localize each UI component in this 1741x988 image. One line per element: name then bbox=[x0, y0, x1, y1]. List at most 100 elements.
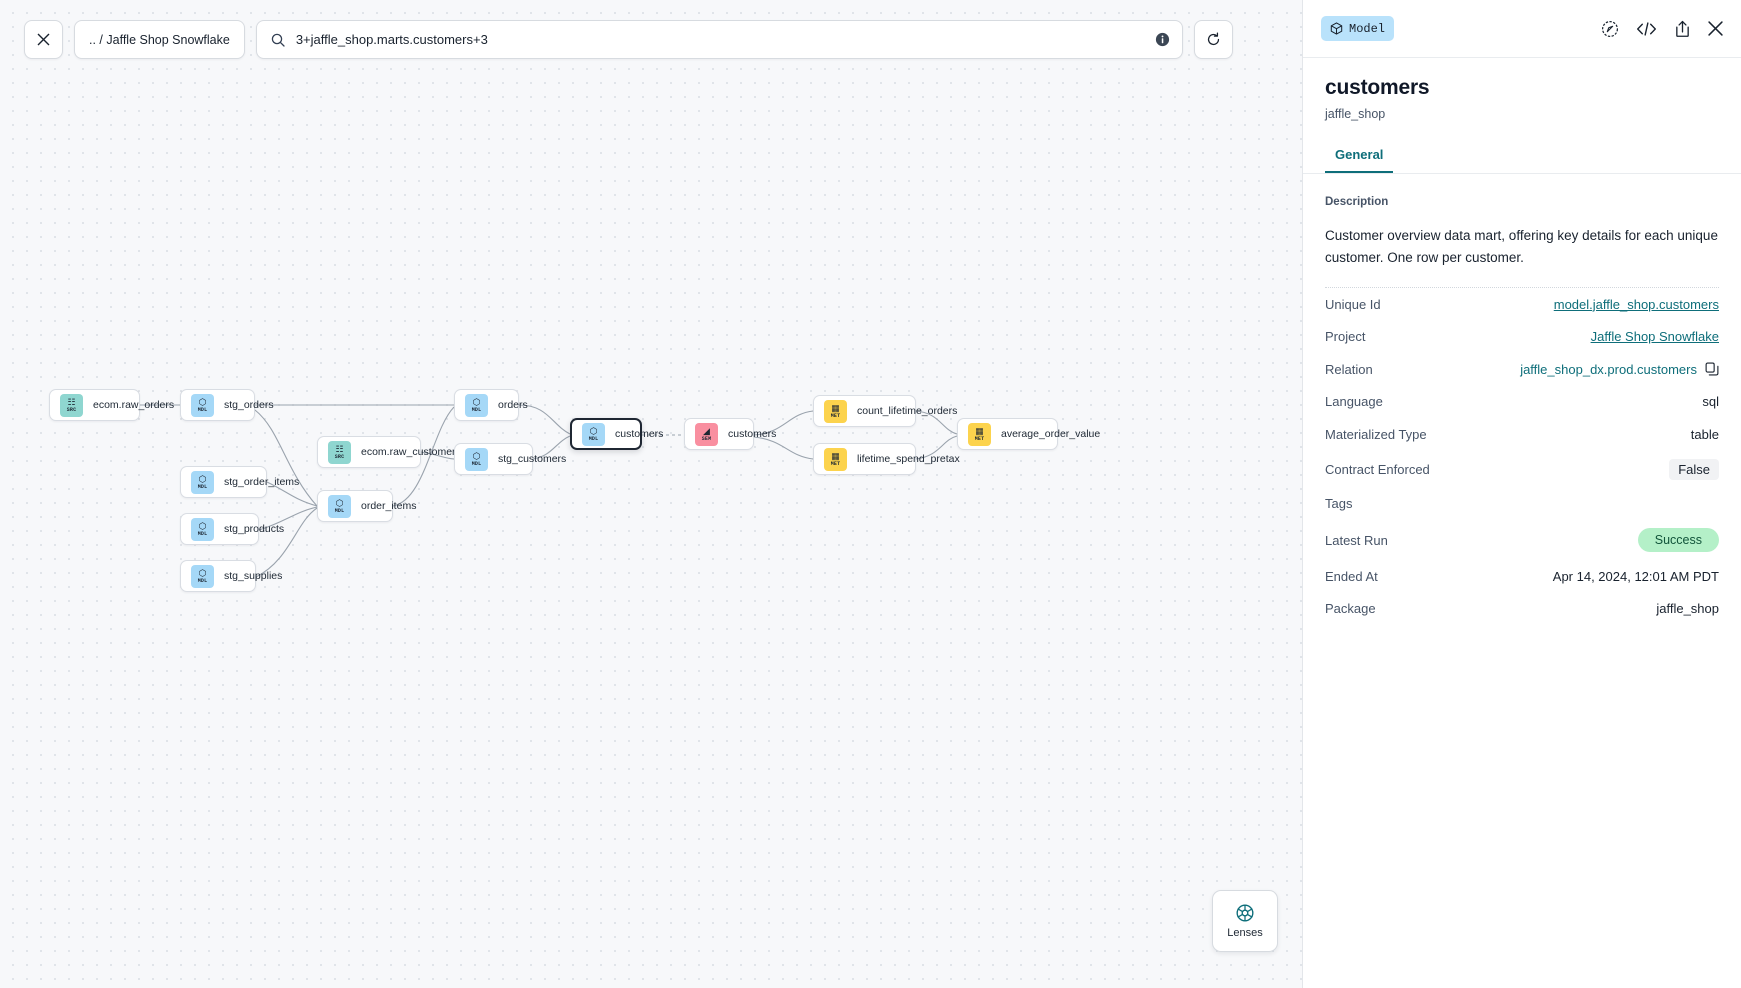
property-value: jaffle_shop_dx.prod.customers bbox=[1520, 362, 1719, 377]
lineage-node-label: count_lifetime_orders bbox=[857, 405, 958, 417]
page-title: customers bbox=[1325, 76, 1430, 99]
lineage-node-label: customers bbox=[615, 428, 664, 440]
property-key: Project bbox=[1325, 329, 1366, 345]
mdl-badge-icon: ⬡MDL bbox=[191, 517, 214, 541]
badge-glyph: ▦ bbox=[831, 450, 840, 461]
property-key: Materialized Type bbox=[1325, 426, 1427, 442]
lineage-canvas[interactable]: .. / Jaffle Shop Snowflake bbox=[0, 0, 1302, 988]
page-subtitle: jaffle_shop bbox=[1325, 107, 1386, 121]
badge-tag: SRC bbox=[334, 453, 345, 460]
lineage-node[interactable]: ⬡MDL stg_products bbox=[180, 513, 284, 545]
property-key: Package bbox=[1325, 601, 1376, 617]
refresh-icon bbox=[1207, 32, 1219, 46]
property-row: Latest Run Success bbox=[1325, 520, 1719, 560]
property-value: Apr 14, 2024, 12:01 AM PDT bbox=[1553, 569, 1719, 584]
lineage-node-label: lifetime_spend_pretax bbox=[857, 453, 960, 465]
property-key: Tags bbox=[1325, 496, 1353, 512]
lineage-node[interactable]: ⬡MDL stg_customers bbox=[454, 443, 566, 475]
breadcrumb[interactable]: .. / Jaffle Shop Snowflake bbox=[74, 20, 245, 59]
search-input[interactable] bbox=[295, 32, 1155, 47]
met-badge-icon: ▦MET bbox=[824, 447, 847, 471]
badge-glyph: ⬡ bbox=[472, 396, 481, 407]
lineage-node-label: stg_order_items bbox=[224, 476, 300, 488]
met-badge-icon: ▦MET bbox=[824, 399, 847, 423]
refresh-button[interactable] bbox=[1193, 20, 1233, 59]
badge-tag: MET bbox=[974, 435, 985, 442]
resource-type-chip[interactable]: Model bbox=[1321, 16, 1395, 41]
copy-icon[interactable] bbox=[1705, 362, 1719, 376]
code-icon[interactable] bbox=[1636, 21, 1657, 37]
badge-tag: MDL bbox=[588, 435, 599, 442]
badge-tag: MDL bbox=[197, 483, 208, 490]
property-value-text: jaffle_shop bbox=[1656, 601, 1719, 617]
lineage-node[interactable]: ⬡MDL orders bbox=[454, 389, 528, 421]
property-value-link[interactable]: Jaffle Shop Snowflake bbox=[1590, 329, 1719, 345]
description-text: Customer overview data mart, offering ke… bbox=[1325, 228, 1718, 265]
badge-tag: MDL bbox=[471, 460, 482, 467]
badge-tag: MDL bbox=[197, 577, 208, 584]
property-value-text: sql bbox=[1702, 394, 1719, 410]
lineage-node-label: order_items bbox=[361, 500, 417, 512]
lineage-node-label: orders bbox=[498, 399, 528, 411]
lineage-search[interactable] bbox=[255, 20, 1183, 59]
tab-general[interactable]: General bbox=[1325, 147, 1394, 173]
property-key: Language bbox=[1325, 394, 1383, 410]
lineage-edges bbox=[140, 404, 958, 578]
property-value-text: table bbox=[1690, 426, 1719, 442]
property-value-link[interactable]: jaffle_shop_dx.prod.customers bbox=[1520, 361, 1697, 377]
badge-tag: MDL bbox=[334, 507, 345, 514]
badge-glyph: ▦ bbox=[831, 402, 840, 413]
lineage-node[interactable]: ▦MET lifetime_spend_pretax bbox=[813, 443, 960, 475]
close-panel-icon[interactable] bbox=[1708, 21, 1723, 36]
badge-glyph: ☷ bbox=[335, 443, 344, 454]
property-key: Ended At bbox=[1325, 568, 1378, 584]
lineage-node-label: stg_customers bbox=[498, 453, 567, 465]
panel-body: Description Customer overview data mart,… bbox=[1303, 174, 1741, 988]
mdl-badge-icon: ⬡MDL bbox=[465, 447, 488, 471]
sem-badge-icon: ◢SEM bbox=[695, 422, 718, 446]
info-icon[interactable] bbox=[1155, 32, 1170, 47]
property-row: Materialized Type table bbox=[1325, 418, 1719, 451]
badge-glyph: ⬡ bbox=[589, 425, 598, 436]
property-value-text: Apr 14, 2024, 12:01 AM PDT bbox=[1552, 568, 1719, 584]
badge-tag: SEM bbox=[701, 435, 712, 442]
close-lineage-button[interactable] bbox=[24, 20, 63, 59]
share-icon[interactable] bbox=[1674, 20, 1691, 38]
lineage-node[interactable]: ⬡MDL stg_order_items bbox=[180, 466, 299, 498]
status-badge: Success bbox=[1637, 528, 1719, 552]
resource-type-label: Model bbox=[1349, 21, 1386, 36]
property-row: Ended At Apr 14, 2024, 12:01 AM PDT bbox=[1325, 560, 1719, 593]
mdl-badge-icon: ⬡MDL bbox=[191, 470, 214, 494]
lineage-node[interactable]: ▦MET count_lifetime_orders bbox=[813, 395, 957, 427]
badge-glyph: ⬡ bbox=[198, 473, 207, 484]
compass-icon[interactable] bbox=[1601, 20, 1619, 38]
property-key: Relation bbox=[1325, 361, 1373, 377]
badge-tag: MDL bbox=[471, 406, 482, 413]
property-row: Language sql bbox=[1325, 386, 1719, 419]
property-value: Jaffle Shop Snowflake bbox=[1591, 329, 1719, 344]
mdl-badge-icon: ⬡MDL bbox=[191, 564, 214, 588]
lineage-node-label: stg_products bbox=[224, 523, 285, 535]
property-key: Unique Id bbox=[1325, 296, 1381, 312]
property-row: Relation jaffle_shop_dx.prod.customers bbox=[1325, 353, 1719, 386]
badge-tag: MDL bbox=[197, 406, 208, 413]
badge-tag: MET bbox=[830, 460, 841, 467]
mdl-badge-icon: ⬡MDL bbox=[191, 393, 214, 417]
lenses-button[interactable]: Lenses bbox=[1212, 890, 1278, 952]
property-key: Latest Run bbox=[1325, 532, 1388, 548]
lineage-node[interactable]: ⬡MDL customers bbox=[570, 418, 663, 450]
badge-glyph: ⬡ bbox=[198, 396, 207, 407]
lenses-icon bbox=[1236, 904, 1254, 922]
property-value-link[interactable]: model.jaffle_shop.customers bbox=[1553, 296, 1719, 312]
met-badge-icon: ▦MET bbox=[968, 422, 991, 446]
badge-glyph: ⬡ bbox=[198, 567, 207, 578]
